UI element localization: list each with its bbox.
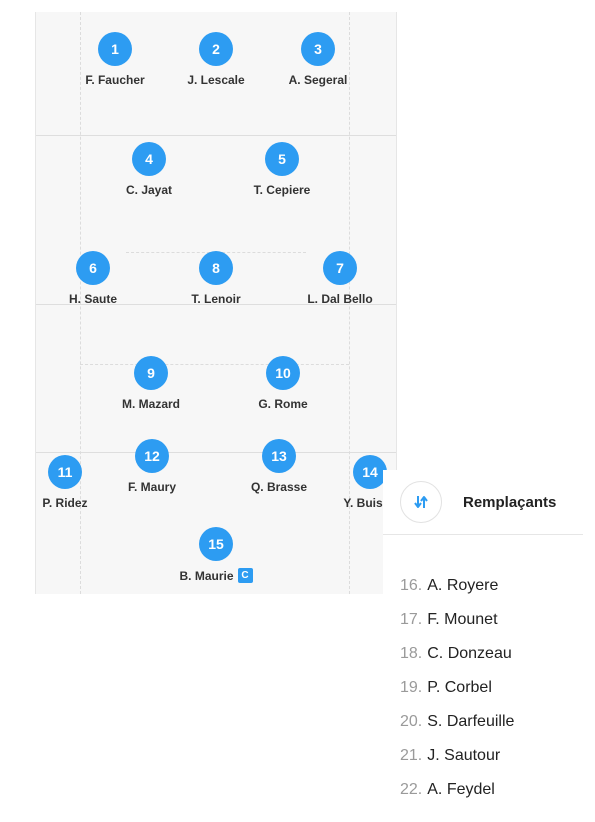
player-card[interactable]: 3 A. Segeral: [263, 32, 373, 87]
pitch-dashed-line: [80, 12, 81, 594]
player-name: T. Cepiere: [253, 183, 311, 197]
player-number: 10: [266, 356, 300, 390]
player-card[interactable]: 4 C. Jayat: [94, 142, 204, 197]
pitch-dashed-line: [349, 12, 350, 594]
substitute-item[interactable]: 20. S. Darfeuille: [400, 705, 514, 739]
player-number: 15: [199, 527, 233, 561]
player-card[interactable]: 14 Y. Buisso: [315, 455, 397, 510]
substitute-number: 20.: [400, 713, 423, 730]
player-number: 9: [134, 356, 168, 390]
player-number: 4: [132, 142, 166, 176]
substitute-number: 16.: [400, 577, 423, 594]
player-number: 7: [323, 251, 357, 285]
substitute-item[interactable]: 17. F. Mounet: [400, 603, 514, 637]
player-number: 2: [199, 32, 233, 66]
captain-badge: C: [237, 568, 253, 583]
substitute-name: S. Darfeuille: [427, 713, 515, 730]
player-name: J. Lescale: [187, 73, 245, 87]
player-name: Y. Buisso: [343, 496, 397, 510]
player-card[interactable]: 12 F. Maury: [97, 439, 207, 494]
player-number: 5: [265, 142, 299, 176]
player-name: Q. Brasse: [250, 480, 308, 494]
swap-arrows-icon: [400, 481, 442, 523]
substitute-item[interactable]: 18. C. Donzeau: [400, 637, 514, 671]
player-card[interactable]: 11 P. Ridez: [36, 455, 120, 510]
player-name: F. Maury: [127, 480, 176, 494]
substitute-name: J. Sautour: [427, 747, 501, 764]
player-name: G. Rome: [258, 397, 308, 411]
pitch-line: [36, 452, 396, 453]
substitutes-list: 16. A. Royere 17. F. Mounet 18. C. Donze…: [400, 569, 514, 807]
player-number: 11: [48, 455, 82, 489]
pitch-line: [36, 304, 396, 305]
player-card[interactable]: 5 T. Cepiere: [227, 142, 337, 197]
substitute-name: F. Mounet: [427, 611, 498, 628]
substitute-number: 17.: [400, 611, 423, 628]
substitute-name: A. Royere: [427, 577, 499, 594]
player-card[interactable]: 1 F. Faucher: [60, 32, 170, 87]
player-card[interactable]: 10 G. Rome: [228, 356, 338, 411]
pitch-line: [36, 135, 396, 136]
substitute-name: C. Donzeau: [427, 645, 512, 662]
player-card[interactable]: 15 B. Maurie C: [161, 527, 271, 583]
player-name: T. Lenoir: [191, 292, 241, 306]
pitch-dashed-line: [80, 364, 349, 365]
player-name-row: B. Maurie C: [179, 568, 253, 583]
player-card[interactable]: 7 L. Dal Bello: [285, 251, 395, 306]
substitute-item[interactable]: 21. J. Sautour: [400, 739, 514, 773]
player-card[interactable]: 2 J. Lescale: [161, 32, 271, 87]
substitutes-header: Remplaçants: [383, 470, 583, 535]
player-card[interactable]: 6 H. Saute: [38, 251, 148, 306]
substitute-number: 21.: [400, 747, 423, 764]
substitute-name: P. Corbel: [427, 679, 492, 696]
player-number: 3: [301, 32, 335, 66]
player-number: 12: [135, 439, 169, 473]
player-name: M. Mazard: [121, 397, 180, 411]
substitute-item[interactable]: 19. P. Corbel: [400, 671, 514, 705]
substitutes-panel: Remplaçants 16. A. Royere 17. F. Mounet …: [383, 470, 595, 822]
player-name: B. Maurie: [179, 568, 234, 583]
player-name: H. Saute: [68, 292, 117, 306]
substitute-number: 22.: [400, 781, 423, 798]
substitutes-title: Remplaçants: [463, 493, 557, 511]
player-number: 14: [353, 455, 387, 489]
player-name: F. Faucher: [85, 73, 145, 87]
player-number: 13: [262, 439, 296, 473]
player-name: P. Ridez: [42, 496, 88, 510]
player-number: 6: [76, 251, 110, 285]
player-number: 1: [98, 32, 132, 66]
substitute-name: A. Feydel: [427, 781, 495, 798]
player-card[interactable]: 13 Q. Brasse: [224, 439, 334, 494]
substitute-number: 18.: [400, 645, 423, 662]
substitute-item[interactable]: 16. A. Royere: [400, 569, 514, 603]
substitute-number: 19.: [400, 679, 423, 696]
substitute-item[interactable]: 22. A. Feydel: [400, 773, 514, 807]
player-name: C. Jayat: [125, 183, 173, 197]
player-name: L. Dal Bello: [307, 292, 373, 306]
player-number: 8: [199, 251, 233, 285]
player-card[interactable]: 9 M. Mazard: [96, 356, 206, 411]
pitch: 1 F. Faucher 2 J. Lescale 3 A. Segeral 4…: [35, 12, 397, 594]
player-card[interactable]: 8 T. Lenoir: [161, 251, 271, 306]
player-name: A. Segeral: [288, 73, 348, 87]
